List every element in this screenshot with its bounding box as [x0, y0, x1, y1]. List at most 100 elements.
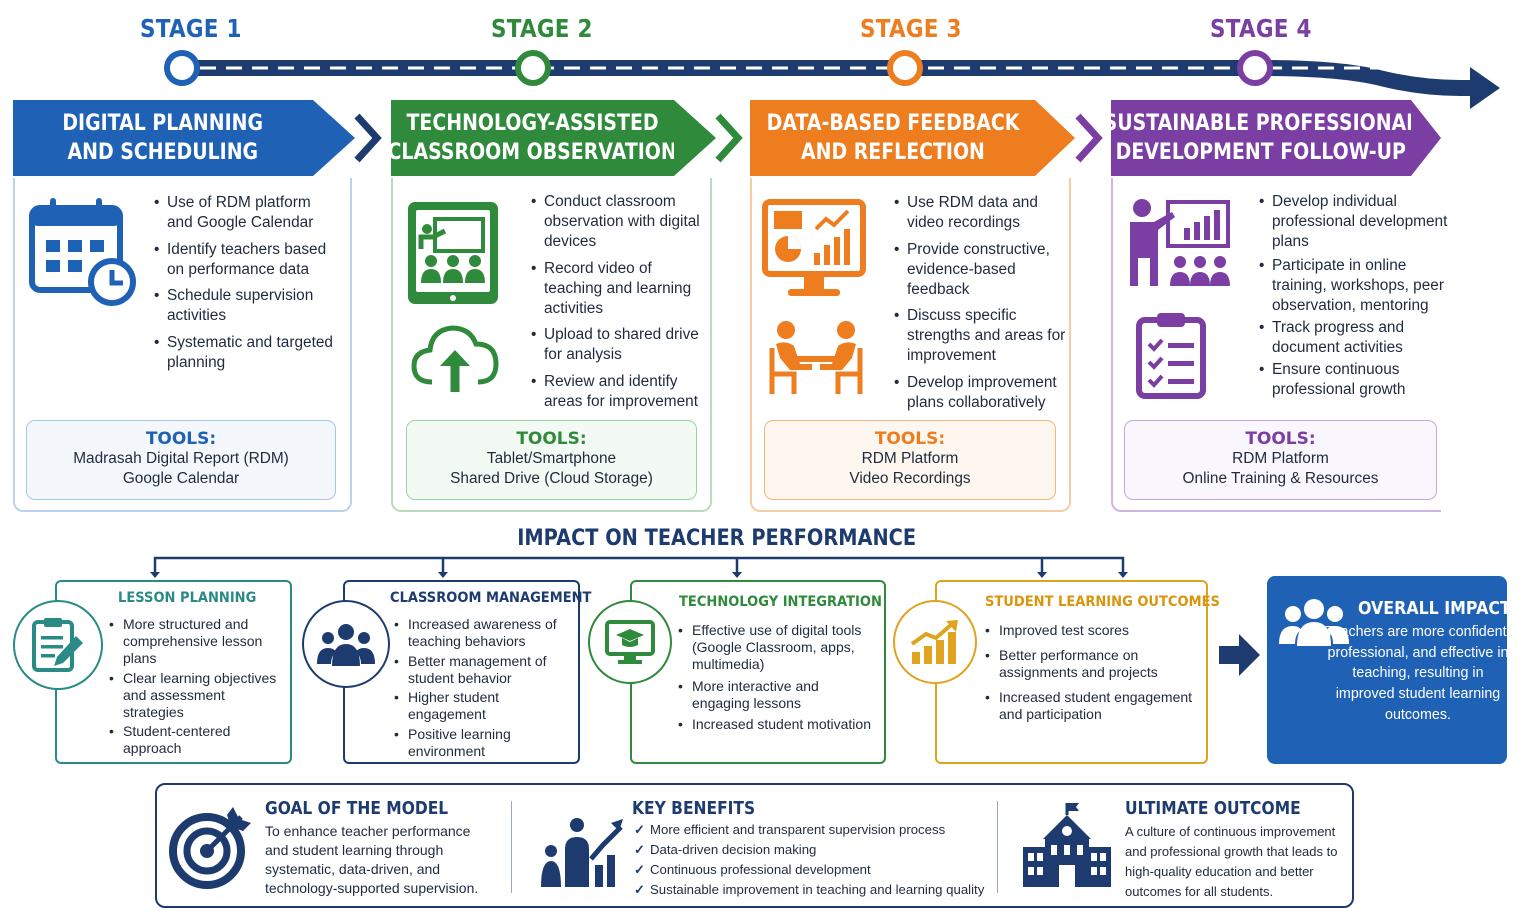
- list-item: Data-driven decision making: [634, 840, 994, 860]
- list-item: Systematic and targeted planning: [154, 333, 339, 373]
- list-item: Track progress and document activities: [1259, 318, 1464, 358]
- stage-3-node: [887, 50, 923, 86]
- list-item: Participate in online training, workshop…: [1259, 256, 1464, 316]
- list-item: More structured and comprehensive lesson…: [109, 616, 287, 667]
- list-item: Schedule supervision activities: [154, 286, 339, 326]
- goal-text: To enhance teacher performance and stude…: [265, 823, 479, 896]
- ultimate-outcome-text: A culture of continuous improvement and …: [1125, 824, 1338, 899]
- stage-2-label: STAGE 2: [491, 14, 593, 43]
- chevron-right-icon: [354, 113, 382, 163]
- stage-1-header: DIGITAL PLANNING AND SCHEDULING: [13, 100, 313, 176]
- lesson-planning-icon-circle: [13, 600, 103, 690]
- list-item: Use RDM data and video recordings: [894, 193, 1066, 233]
- tools-line: Online Training & Resources: [1182, 470, 1379, 487]
- stage-1-tools: TOOLS: Madrasah Digital Report (RDM) Goo…: [26, 420, 336, 500]
- list-item: Continuous professional development: [634, 860, 994, 880]
- list-item: Sustainable improvement in teaching and …: [634, 880, 994, 900]
- technology-integration-icon-circle: [588, 600, 672, 684]
- stage-1-node: [164, 50, 200, 86]
- checklist-icon: [1136, 313, 1206, 399]
- stage-2-title-line-1: TECHNOLOGY-ASSISTED: [406, 111, 659, 136]
- stage-3-label: STAGE 3: [860, 14, 962, 43]
- tools-title: TOOLS:: [516, 429, 587, 449]
- tablet-classroom-icon: [408, 202, 498, 304]
- overall-impact-box: OVERALL IMPACT Teachers are more confide…: [1267, 576, 1511, 764]
- stage-4-header: SUSTAINABLE PROFESSIONAL DEVELOPMENT FOL…: [1104, 100, 1418, 176]
- stage-2-title-line-2: CLASSROOM OBSERVATION: [387, 140, 678, 165]
- stage-1-title-line-2: AND SCHEDULING: [67, 140, 259, 165]
- stage-4-header-arrow: [1411, 100, 1441, 176]
- list-item: Improved test scores: [985, 622, 1195, 639]
- school-icon: [1023, 803, 1111, 887]
- impact-card-bullets: Improved test scores Better performance …: [985, 622, 1195, 726]
- tools-line: Tablet/Smartphone: [486, 450, 617, 467]
- stage-1-header-arrow: [313, 100, 355, 176]
- stage-1-title-line-1: DIGITAL PLANNING: [62, 111, 264, 136]
- list-item: More interactive and engaging lessons: [678, 678, 878, 712]
- stage-3-panel: [750, 178, 1071, 512]
- calendar-clock-icon: [29, 198, 136, 306]
- target-icon: [169, 807, 251, 889]
- list-item: Use of RDM platform and Google Calendar: [154, 193, 339, 233]
- timeline-arrow: [164, 50, 1500, 109]
- tools-title: TOOLS:: [1245, 429, 1316, 449]
- list-item: More efficient and transparent supervisi…: [634, 820, 994, 840]
- stage-2-tools: TOOLS: Tablet/Smartphone Shared Drive (C…: [406, 420, 697, 500]
- key-benefits-title: KEY BENEFITS: [632, 798, 756, 819]
- stage-4-bullets: Develop individual professional developm…: [1259, 192, 1464, 407]
- bottom-summary: GOAL OF THE MODEL To enhance teacher per…: [155, 783, 1354, 908]
- ultimate-outcome-title: ULTIMATE OUTCOME: [1125, 798, 1301, 819]
- stage-1-label: STAGE 1: [140, 14, 242, 43]
- stage-4-panel: [1111, 178, 1441, 512]
- list-item: Effective use of digital tools (Google C…: [678, 622, 878, 673]
- list-item: Review and identify areas for improvemen…: [531, 372, 706, 412]
- tools-line: RDM Platform: [1232, 450, 1329, 467]
- divider: [511, 801, 512, 893]
- stage-4-title-line-2: DEVELOPMENT FOLLOW-UP: [1115, 140, 1407, 165]
- list-item: Positive learning environment: [394, 726, 577, 760]
- impact-title: IMPACT ON TEACHER PERFORMANCE: [517, 526, 916, 551]
- presenter-icon: [1130, 199, 1230, 286]
- list-item: Increased awareness of teaching behavior…: [394, 616, 577, 650]
- key-benefits-list: More efficient and transparent supervisi…: [634, 820, 994, 900]
- list-item: Conduct classroom observation with digit…: [531, 192, 706, 252]
- stage-1-panel: [13, 178, 352, 512]
- list-item: Develop improvement plans collaborativel…: [894, 373, 1066, 413]
- stage-2-panel: [391, 178, 712, 512]
- tools-line: RDM Platform: [861, 450, 959, 467]
- stage-2-header: TECHNOLOGY-ASSISTED CLASSROOM OBSERVATIO…: [387, 100, 678, 176]
- stage-2-bullets: Conduct classroom observation with digit…: [531, 192, 706, 418]
- clipboard-pencil-icon: [32, 618, 83, 672]
- classroom-management-icon-circle: [302, 600, 390, 688]
- list-item: Develop individual professional developm…: [1259, 192, 1464, 252]
- growth-people-icon: [541, 818, 623, 887]
- list-item: Record video of teaching and learning ac…: [531, 259, 706, 319]
- monitor-charts-icon: [762, 199, 866, 296]
- stage-4-tools: TOOLS: RDM Platform Online Training & Re…: [1124, 420, 1437, 500]
- list-item: Discuss specific strengths and areas for…: [894, 306, 1066, 366]
- stage-4-title-line-1: SUSTAINABLE PROFESSIONAL: [1103, 111, 1419, 136]
- growth-chart-icon: [910, 620, 958, 664]
- people-icon: [1279, 599, 1349, 646]
- tools-line: Video Recordings: [849, 470, 971, 487]
- tools-title: TOOLS:: [145, 429, 217, 449]
- impact-connector-lines: [150, 556, 1128, 578]
- monitor-graduation-icon: [605, 620, 655, 664]
- list-item: Student-centered approach: [109, 723, 287, 757]
- stage-1-bullets: Use of RDM platform and Google Calendar …: [154, 193, 339, 379]
- stage-3-bullets: Use RDM data and video recordings Provid…: [894, 193, 1066, 419]
- list-item: Better performance on assignments and pr…: [985, 647, 1195, 681]
- impact-card-title: LESSON PLANNING: [118, 590, 257, 606]
- goal-title: GOAL OF THE MODEL: [265, 798, 449, 819]
- student-learning-outcomes-icon-circle: [893, 600, 977, 684]
- list-item: Provide constructive, evidence-based fee…: [894, 240, 1066, 300]
- stage-4-label: STAGE 4: [1210, 14, 1312, 43]
- stage-3-header-arrow: [1035, 100, 1075, 176]
- divider: [997, 801, 998, 893]
- list-item: Higher student engagement: [394, 689, 577, 723]
- stage-2-node: [515, 50, 551, 86]
- tools-line: Google Calendar: [122, 470, 240, 487]
- impact-card-title: STUDENT LEARNING OUTCOMES: [985, 594, 1220, 610]
- list-item: Clear learning objectives and assessment…: [109, 670, 287, 721]
- impact-card-bullets: Effective use of digital tools (Google C…: [678, 622, 878, 736]
